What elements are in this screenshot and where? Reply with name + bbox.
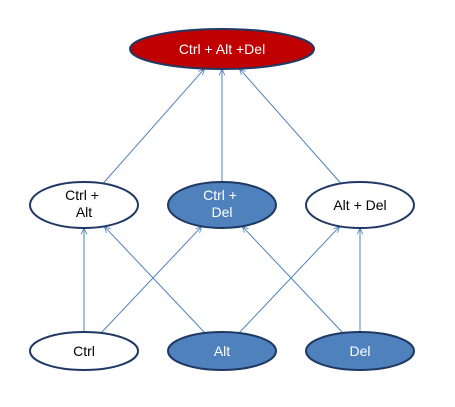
node-ctrl: Ctrl bbox=[29, 331, 139, 371]
node-ctrl-del-shape bbox=[167, 181, 277, 229]
edge-alt-to-alt-del bbox=[238, 226, 340, 334]
node-ctrl-del-label-line2: Del bbox=[211, 204, 232, 220]
node-ctrl-alt-del-label: Ctrl + Alt +Del bbox=[179, 41, 265, 57]
node-ctrl-label: Ctrl bbox=[73, 343, 95, 359]
edge-ctrl-alt-to-top bbox=[102, 69, 205, 184]
node-del-label: Del bbox=[349, 343, 370, 359]
node-alt-del: Alt + Del bbox=[305, 181, 415, 229]
node-alt: Alt bbox=[167, 331, 277, 371]
node-ctrl-alt-label-line1: Ctrl + bbox=[65, 187, 99, 203]
node-ctrl-shape bbox=[29, 331, 139, 371]
node-alt-del-label: Alt + Del bbox=[333, 197, 386, 213]
node-alt-del-shape bbox=[305, 181, 415, 229]
node-alt-label: Alt bbox=[214, 343, 230, 359]
node-ctrl-alt-del-shape bbox=[129, 28, 315, 70]
edges-layer bbox=[84, 69, 360, 334]
node-ctrl-alt-label: Ctrl + Alt bbox=[65, 187, 103, 220]
edge-alt-del-to-top bbox=[239, 69, 342, 184]
node-ctrl-del-label-line1: Ctrl + bbox=[203, 187, 237, 203]
node-del-shape bbox=[305, 331, 415, 371]
node-ctrl-alt-del: Ctrl + Alt +Del bbox=[129, 28, 315, 70]
node-ctrl-alt-shape bbox=[29, 181, 139, 229]
edge-ctrl-to-ctrl-del bbox=[100, 226, 202, 334]
node-ctrl-del: Ctrl + Del bbox=[167, 181, 277, 229]
node-ctrl-del-label: Ctrl + Del bbox=[203, 187, 241, 220]
node-ctrl-alt: Ctrl + Alt bbox=[29, 181, 139, 229]
node-alt-shape bbox=[167, 331, 277, 371]
edge-del-to-ctrl-del bbox=[242, 226, 344, 334]
node-ctrl-alt-label-line2: Alt bbox=[76, 204, 92, 220]
edge-alt-to-ctrl-alt bbox=[104, 226, 206, 334]
node-del: Del bbox=[305, 331, 415, 371]
